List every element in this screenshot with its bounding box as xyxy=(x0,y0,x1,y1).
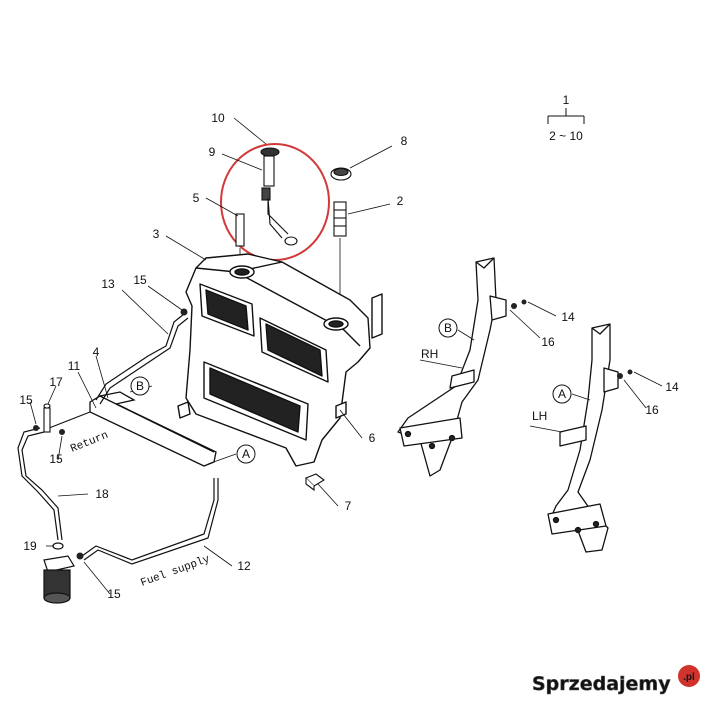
clamps xyxy=(33,308,188,560)
callout-16-rh: 16 xyxy=(541,335,555,349)
supply-hose xyxy=(81,478,219,565)
watermark-text: Sprzedajemy xyxy=(532,673,671,695)
label-lh: LH xyxy=(532,409,547,423)
label-return: Return xyxy=(69,430,110,456)
callout-7: 7 xyxy=(345,499,352,513)
callout-15-bottom: 15 xyxy=(107,587,121,601)
watermark: Sprzedajemy .pl xyxy=(532,665,700,695)
callout-19: 19 xyxy=(23,539,37,553)
circle-ref-b-right: B xyxy=(444,321,452,335)
callout-6: 6 xyxy=(369,431,376,445)
circle-markers xyxy=(130,318,572,464)
legend-top: 1 xyxy=(563,93,570,107)
callout-14-rh: 14 xyxy=(561,310,575,324)
fitting xyxy=(43,403,51,433)
callout-12: 12 xyxy=(237,559,251,573)
callout-16-lh: 16 xyxy=(645,403,659,417)
bolt-washer-set xyxy=(511,299,633,379)
fuel-sender-unit xyxy=(235,147,298,247)
watermark-suffix: .pl xyxy=(683,672,695,683)
callout-17: 17 xyxy=(49,375,63,389)
callout-15-mid: 15 xyxy=(49,452,63,466)
hose-18 xyxy=(17,411,91,541)
callout-11: 11 xyxy=(68,359,81,373)
callout-8: 8 xyxy=(401,134,408,148)
legend-bottom: 2 ~ 10 xyxy=(549,129,583,143)
callout-4: 4 xyxy=(93,345,100,359)
callout-15-top: 15 xyxy=(133,273,147,287)
filler-cap xyxy=(330,167,352,181)
leader-lines xyxy=(29,117,663,595)
legend-bracket xyxy=(547,108,585,124)
callout-3: 3 xyxy=(153,227,160,241)
circle-ref-b-left: B xyxy=(136,379,144,393)
callout-9: 9 xyxy=(209,145,216,159)
label-rh: RH xyxy=(421,347,438,361)
fuel-filter xyxy=(43,542,75,604)
circle-ref-a-left: A xyxy=(242,447,250,461)
callout-15-left: 15 xyxy=(19,393,33,407)
watermark-badge xyxy=(678,665,700,687)
callout-13: 13 xyxy=(101,277,115,291)
callout-2: 2 xyxy=(397,194,404,208)
label-fuel-supply: Fuel supply xyxy=(139,554,212,590)
fuel-tank xyxy=(177,253,383,467)
lh-bracket xyxy=(547,323,619,553)
filler-sleeve xyxy=(333,201,347,237)
callout-10: 10 xyxy=(211,111,225,125)
return-hose xyxy=(95,313,189,405)
rubber-pad xyxy=(305,473,325,492)
callout-14-lh: 14 xyxy=(665,380,679,394)
callout-18: 18 xyxy=(95,487,109,501)
rh-bracket xyxy=(397,257,507,477)
callout-5: 5 xyxy=(193,191,200,205)
circle-ref-a-right: A xyxy=(558,387,566,401)
